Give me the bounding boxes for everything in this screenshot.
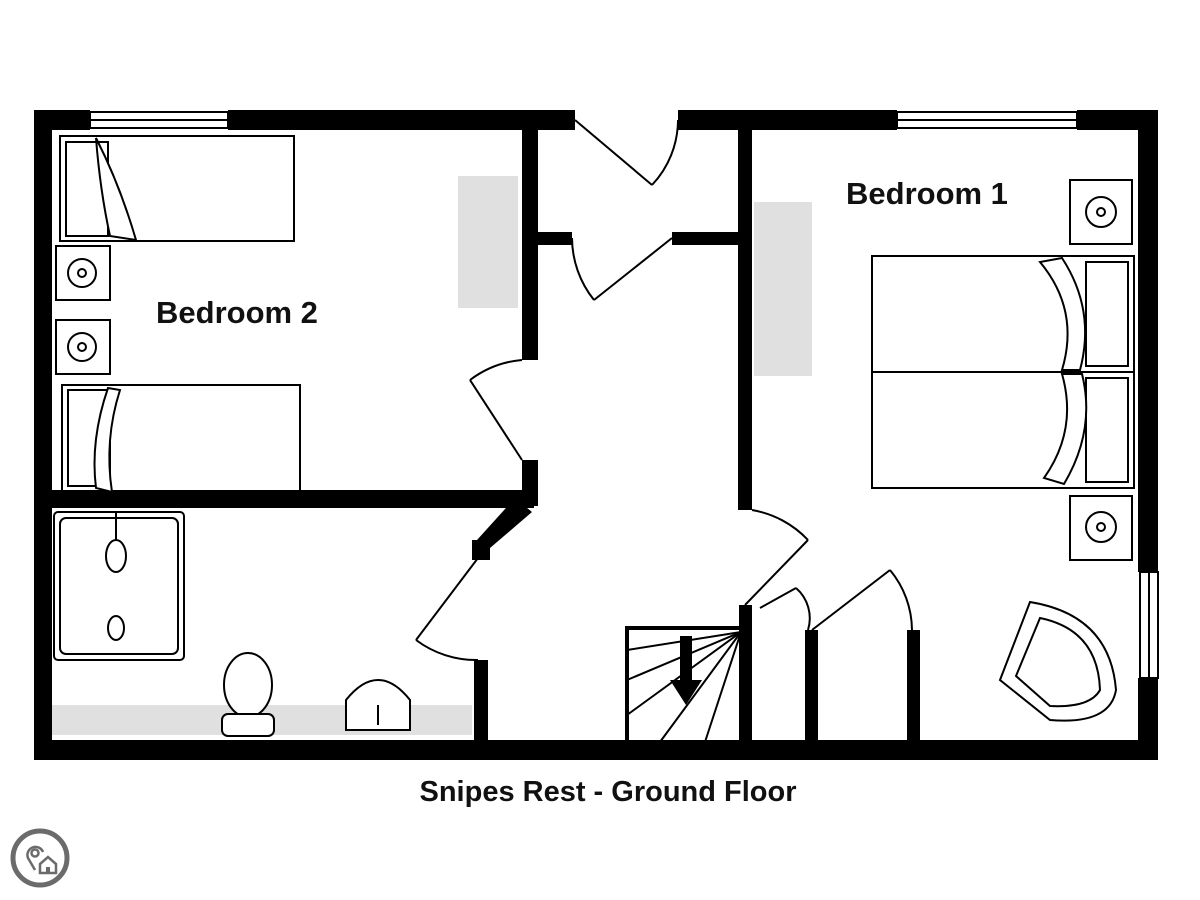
doors: [415, 119, 913, 662]
room-label-bedroom-1: Bedroom 1: [846, 176, 1008, 211]
stair-arrow-icon: [670, 636, 702, 705]
beds: [59, 135, 1135, 494]
bedside-tables: [55, 179, 1133, 561]
bathroom-fixtures: [53, 511, 1118, 737]
windows: [89, 111, 1159, 679]
location-home-icon: [10, 828, 70, 888]
walls: [34, 110, 1158, 760]
plan-title: Snipes Rest - Ground Floor: [419, 776, 797, 808]
room-label-bedroom-2: Bedroom 2: [156, 295, 318, 330]
